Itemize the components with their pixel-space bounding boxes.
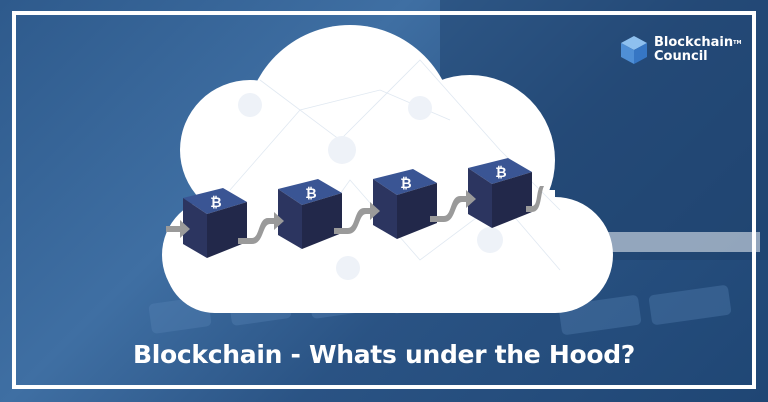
block-cube: ₿ (183, 188, 247, 258)
block-cube: ₿ (278, 179, 342, 249)
chain-arrow (238, 212, 284, 244)
logo: BlockchainTM Council (620, 35, 741, 65)
arrow-out (526, 186, 544, 212)
logo-line1: Blockchain (654, 35, 734, 50)
bitcoin-icon: ₿ (305, 186, 316, 202)
chain-arrows (166, 186, 544, 244)
bitcoin-icon: ₿ (210, 195, 221, 211)
bitcoin-icon: ₿ (495, 165, 506, 181)
bitcoin-icon: ₿ (400, 176, 411, 192)
cube-logo-icon (621, 36, 647, 64)
chain-arrow (430, 190, 476, 222)
block-cube: ₿ (468, 158, 532, 228)
white-frame (12, 11, 756, 389)
chain-arrow (334, 202, 380, 234)
arrow-in (166, 220, 190, 238)
page-title: Blockchain - Whats under the Hood? (132, 340, 636, 369)
block-cube: ₿ (373, 169, 437, 239)
trademark: TM (733, 40, 742, 46)
logo-line2: Council (654, 49, 708, 64)
